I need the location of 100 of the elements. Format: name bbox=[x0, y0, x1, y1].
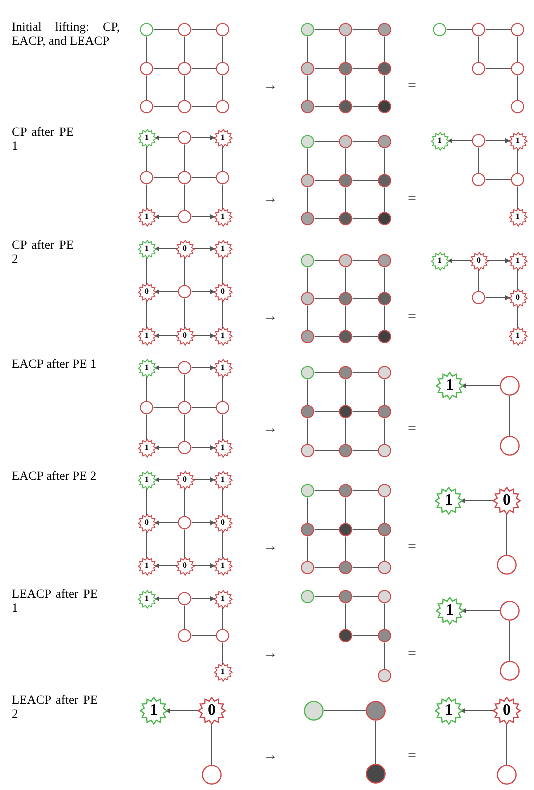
circle-node bbox=[433, 23, 447, 37]
circle-node bbox=[178, 361, 192, 375]
circle-node bbox=[301, 62, 315, 76]
connector-line bbox=[478, 268, 480, 292]
star-node: 1 bbox=[436, 372, 464, 400]
connector-line bbox=[146, 414, 148, 441]
connector-line bbox=[191, 106, 217, 108]
circle-node bbox=[301, 100, 315, 114]
connector-line bbox=[153, 68, 179, 70]
arrow bbox=[460, 384, 500, 388]
connector-line bbox=[314, 106, 340, 108]
connector-line bbox=[222, 36, 224, 63]
connector-line bbox=[324, 710, 366, 712]
star-node: 1 bbox=[138, 590, 156, 608]
connector-line bbox=[146, 184, 148, 210]
connector-line bbox=[352, 106, 379, 108]
circle-node bbox=[202, 765, 222, 785]
connector-line bbox=[478, 36, 480, 63]
circle-node bbox=[339, 174, 353, 188]
star-node: 1 bbox=[140, 697, 168, 725]
connector-line bbox=[184, 298, 186, 329]
circle-node bbox=[178, 516, 192, 530]
connector-line bbox=[222, 145, 224, 172]
circle-node bbox=[339, 405, 353, 419]
circle-node bbox=[178, 210, 192, 224]
star-node: 0 bbox=[176, 326, 194, 346]
connector-line bbox=[314, 180, 340, 182]
arrow bbox=[486, 258, 511, 264]
circle-node bbox=[178, 285, 192, 299]
row-label: CP after PE 1 bbox=[12, 125, 74, 153]
connector-line bbox=[314, 490, 340, 492]
circle-node bbox=[378, 62, 392, 76]
connector-line bbox=[314, 298, 340, 300]
circle-node bbox=[216, 171, 230, 185]
circle-node bbox=[472, 62, 486, 76]
circle-node bbox=[301, 174, 315, 188]
circle-node bbox=[339, 23, 353, 37]
star-node: 1 bbox=[436, 597, 464, 625]
star-node: 1 bbox=[214, 358, 232, 378]
circle-node bbox=[140, 23, 154, 37]
circle-node bbox=[339, 444, 353, 458]
circle-node bbox=[216, 62, 230, 76]
connector-line bbox=[384, 536, 386, 562]
arrow bbox=[191, 136, 216, 140]
connector-line bbox=[384, 497, 386, 524]
connector-line bbox=[352, 372, 379, 374]
star-node: 1 bbox=[214, 662, 232, 682]
connector-line bbox=[146, 256, 148, 285]
arrow bbox=[485, 138, 511, 144]
arrow bbox=[485, 296, 511, 300]
connector-line bbox=[184, 184, 186, 211]
circle-node bbox=[301, 484, 315, 498]
star-node: 0 bbox=[176, 240, 194, 258]
star-node: 1 bbox=[430, 132, 450, 150]
row-label: EACP after PE 2 bbox=[12, 469, 98, 483]
connector-line bbox=[314, 336, 340, 338]
circle-node bbox=[500, 376, 520, 396]
circle-node bbox=[472, 134, 486, 148]
circle-node bbox=[366, 701, 386, 721]
connector-line bbox=[146, 375, 148, 402]
star-node: 0 bbox=[214, 514, 232, 532]
arrow bbox=[191, 366, 216, 370]
arrow bbox=[154, 214, 179, 220]
arrow bbox=[192, 478, 216, 482]
arrow bbox=[447, 258, 472, 264]
connector-line bbox=[222, 414, 224, 441]
connector-line bbox=[146, 299, 148, 329]
star-node: 1 bbox=[214, 128, 232, 148]
circle-node bbox=[301, 135, 315, 149]
circle-node bbox=[339, 590, 353, 604]
circle-node bbox=[178, 592, 192, 606]
star-node: 0 bbox=[214, 282, 232, 302]
circle-node bbox=[339, 212, 353, 226]
circle-node bbox=[178, 23, 192, 37]
connector-line bbox=[146, 145, 148, 172]
arrow bbox=[192, 564, 216, 568]
star-node: 0 bbox=[138, 514, 156, 532]
connector-line bbox=[184, 36, 186, 63]
equals-sign: = bbox=[408, 79, 416, 94]
connector-line bbox=[222, 184, 224, 210]
circle-node bbox=[301, 330, 315, 344]
connector-line bbox=[352, 596, 379, 598]
arrow bbox=[154, 520, 179, 526]
circle-node bbox=[339, 629, 353, 643]
circle-node bbox=[378, 366, 392, 380]
circle-node bbox=[301, 366, 315, 380]
maps-to-symbol: → bbox=[263, 192, 278, 207]
row-label: CP after PE 2 bbox=[12, 238, 74, 266]
arrow bbox=[154, 136, 179, 140]
maps-to-symbol: → bbox=[263, 310, 278, 325]
connector-line bbox=[222, 75, 224, 101]
circle-node bbox=[378, 561, 392, 575]
circle-node bbox=[178, 401, 192, 415]
circle-node bbox=[339, 523, 353, 537]
arrow bbox=[191, 290, 216, 294]
connector-line bbox=[191, 68, 217, 70]
connector-line bbox=[184, 414, 186, 442]
star-node: 1 bbox=[138, 438, 156, 458]
arrow bbox=[191, 596, 216, 602]
star-node: 1 bbox=[430, 252, 450, 270]
